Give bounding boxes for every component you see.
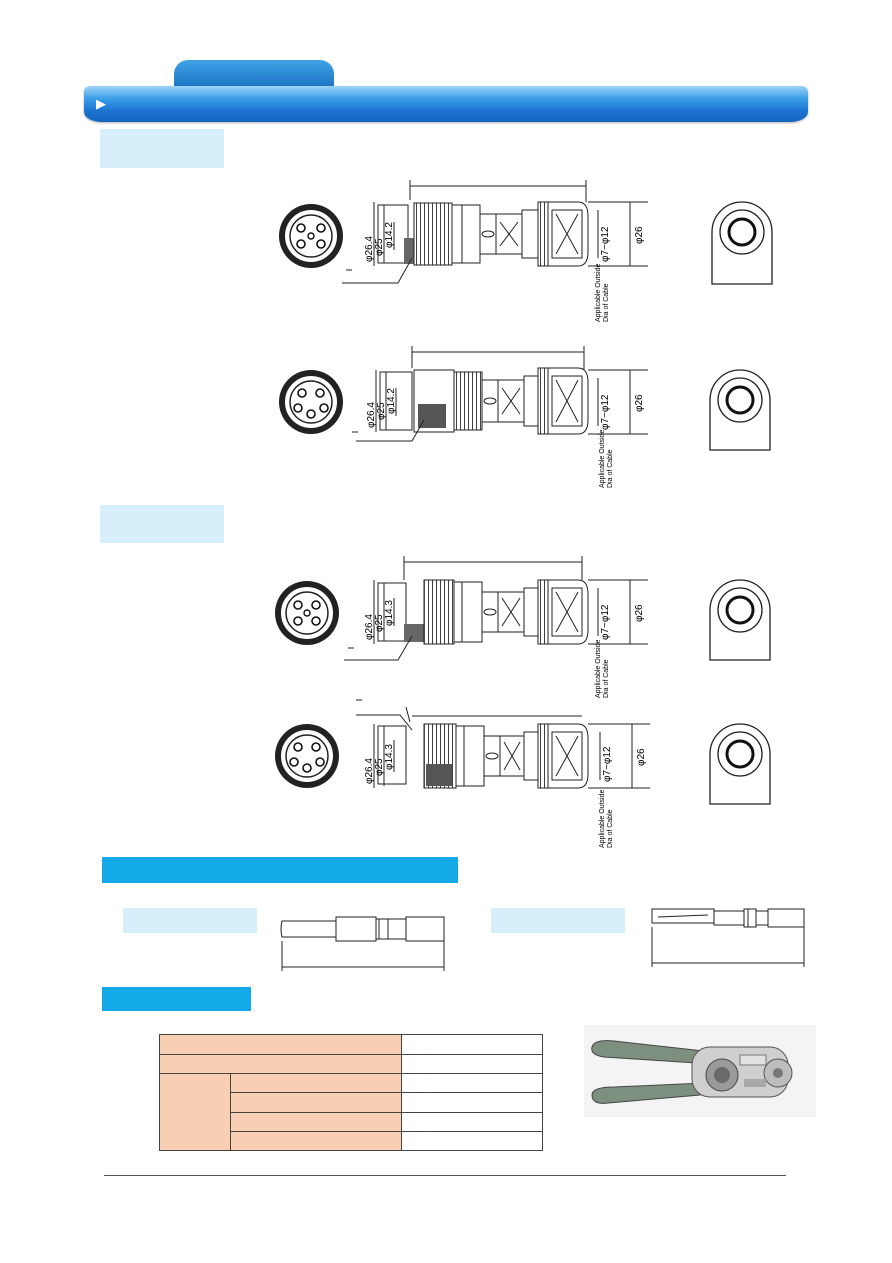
receptacle-a-drawing: φ26.4 φ25 φ14.3 φ7~φ12 φ26 Applicable Ou… [275,556,771,698]
receptacle-a-dim-2: φ25 [374,614,385,632]
section-bar-contacts [102,857,458,883]
plug-b-rear-view [709,369,771,451]
receptacle-a-od: φ26 [634,604,645,622]
receptacle-b-od: φ26 [636,748,647,766]
receptacle-b-applicable-1: Applicable Outside [599,790,606,848]
table-subrow-header-3 [230,1112,401,1131]
receptacle-a-rear-view [709,579,771,661]
plug-b-dim-2: φ25 [376,402,387,420]
plug-b-front-view [279,370,343,434]
tool-spec-table [159,1034,543,1151]
receptacle-b-dim-2: φ25 [374,758,385,776]
receptacle-a-applicable-1: Applicable Outside [595,640,602,698]
plug-b-dim-1: φ26.4 [366,402,377,428]
plug-a-od: φ26 [634,226,645,244]
table-cell-5 [401,1112,543,1131]
receptacle-b-drawing: φ26.4 φ25 φ14.3 φ7~φ12 φ26 Applicable Ou… [275,699,771,848]
receptacle-a-front-view [275,581,339,645]
receptacle-a-dim-1: φ26.4 [364,614,375,640]
footer-divider [104,1175,786,1176]
plug-a-dim-2: φ25 [374,238,385,256]
plug-a-side-view: φ26.4 φ25 φ14.2 φ7~φ12 φ26 Applicable Ou… [342,180,648,322]
receptacle-b-side-view: φ26.4 φ25 φ14.3 φ7~φ12 φ26 Applicable Ou… [356,699,650,848]
receptacle-b-applicable-2: Dia of Cable [607,809,614,848]
plug-b-drawing: φ26.4 φ25 φ14.2 φ7~φ12 φ26 Applicable Ou… [279,346,771,488]
header-tab [174,60,334,90]
receptacle-a-range: φ7~φ12 [600,604,611,640]
table-row-header-1 [159,1034,401,1054]
table-row-header-2 [159,1054,401,1073]
plug-a-applicable-2: Dia of Cable [603,283,610,322]
table-group-header [159,1073,230,1151]
receptacle-b-rear-view [709,723,771,805]
plug-a-drawing: φ26.4 φ25 φ14.2 φ7~φ12 φ26 Applicable Ou… [279,180,773,322]
plug-b-side-view: φ26.4 φ25 φ14.2 φ7~φ12 φ26 Applicable Ou… [352,346,648,488]
table-subrow-header-4 [230,1131,401,1151]
label-female-contact [491,908,625,933]
plug-b-range: φ7~φ12 [600,394,611,430]
table-cell-2 [401,1054,543,1073]
table-cell-4 [401,1092,543,1112]
receptacle-a-dim-3: φ14.3 [384,600,395,626]
banner-arrow-icon: ▶ [96,96,106,111]
connector-drawings: φ26.4 φ25 φ14.2 φ7~φ12 φ26 Applicable Ou… [275,180,773,848]
plug-a-rear-view [711,201,773,285]
plug-b-applicable-1: Applicable Outside [599,430,606,488]
plug-a-dim-1: φ26.4 [364,236,375,262]
receptacle-a-side-view: φ26.4 φ25 φ14.3 φ7~φ12 φ26 Applicable Ou… [344,556,648,698]
section-banner [84,86,808,122]
female-contact-drawing [651,908,805,967]
table-cell-3 [401,1073,543,1092]
crimp-tool-photo [584,1025,816,1117]
plug-a-applicable-1: Applicable Outside [595,264,602,322]
label-male-contact [123,908,257,933]
plug-a-range: φ7~φ12 [600,226,611,262]
table-subrow-header-1 [230,1073,401,1092]
section-label-receptacle [100,505,224,543]
receptacle-b-range: φ7~φ12 [602,746,613,782]
table-subrow-header-2 [230,1092,401,1112]
section-bar-tool [102,987,251,1011]
table-cell-6 [401,1131,543,1151]
plug-b-dim-3: φ14.2 [386,388,397,414]
male-contact-drawing [280,916,445,971]
receptacle-a-applicable-2: Dia of Cable [603,659,610,698]
plug-a-dim-3: φ14.2 [384,222,395,248]
receptacle-b-front-view [275,724,339,788]
plug-b-applicable-2: Dia of Cable [607,449,614,488]
receptacle-b-dim-1: φ26.4 [364,758,375,784]
section-label-plug [100,129,224,168]
plug-b-od: φ26 [634,394,645,412]
receptacle-b-dim-3: φ14.3 [384,744,395,770]
table-cell-1 [401,1034,543,1054]
plug-a-front-view [279,204,343,268]
